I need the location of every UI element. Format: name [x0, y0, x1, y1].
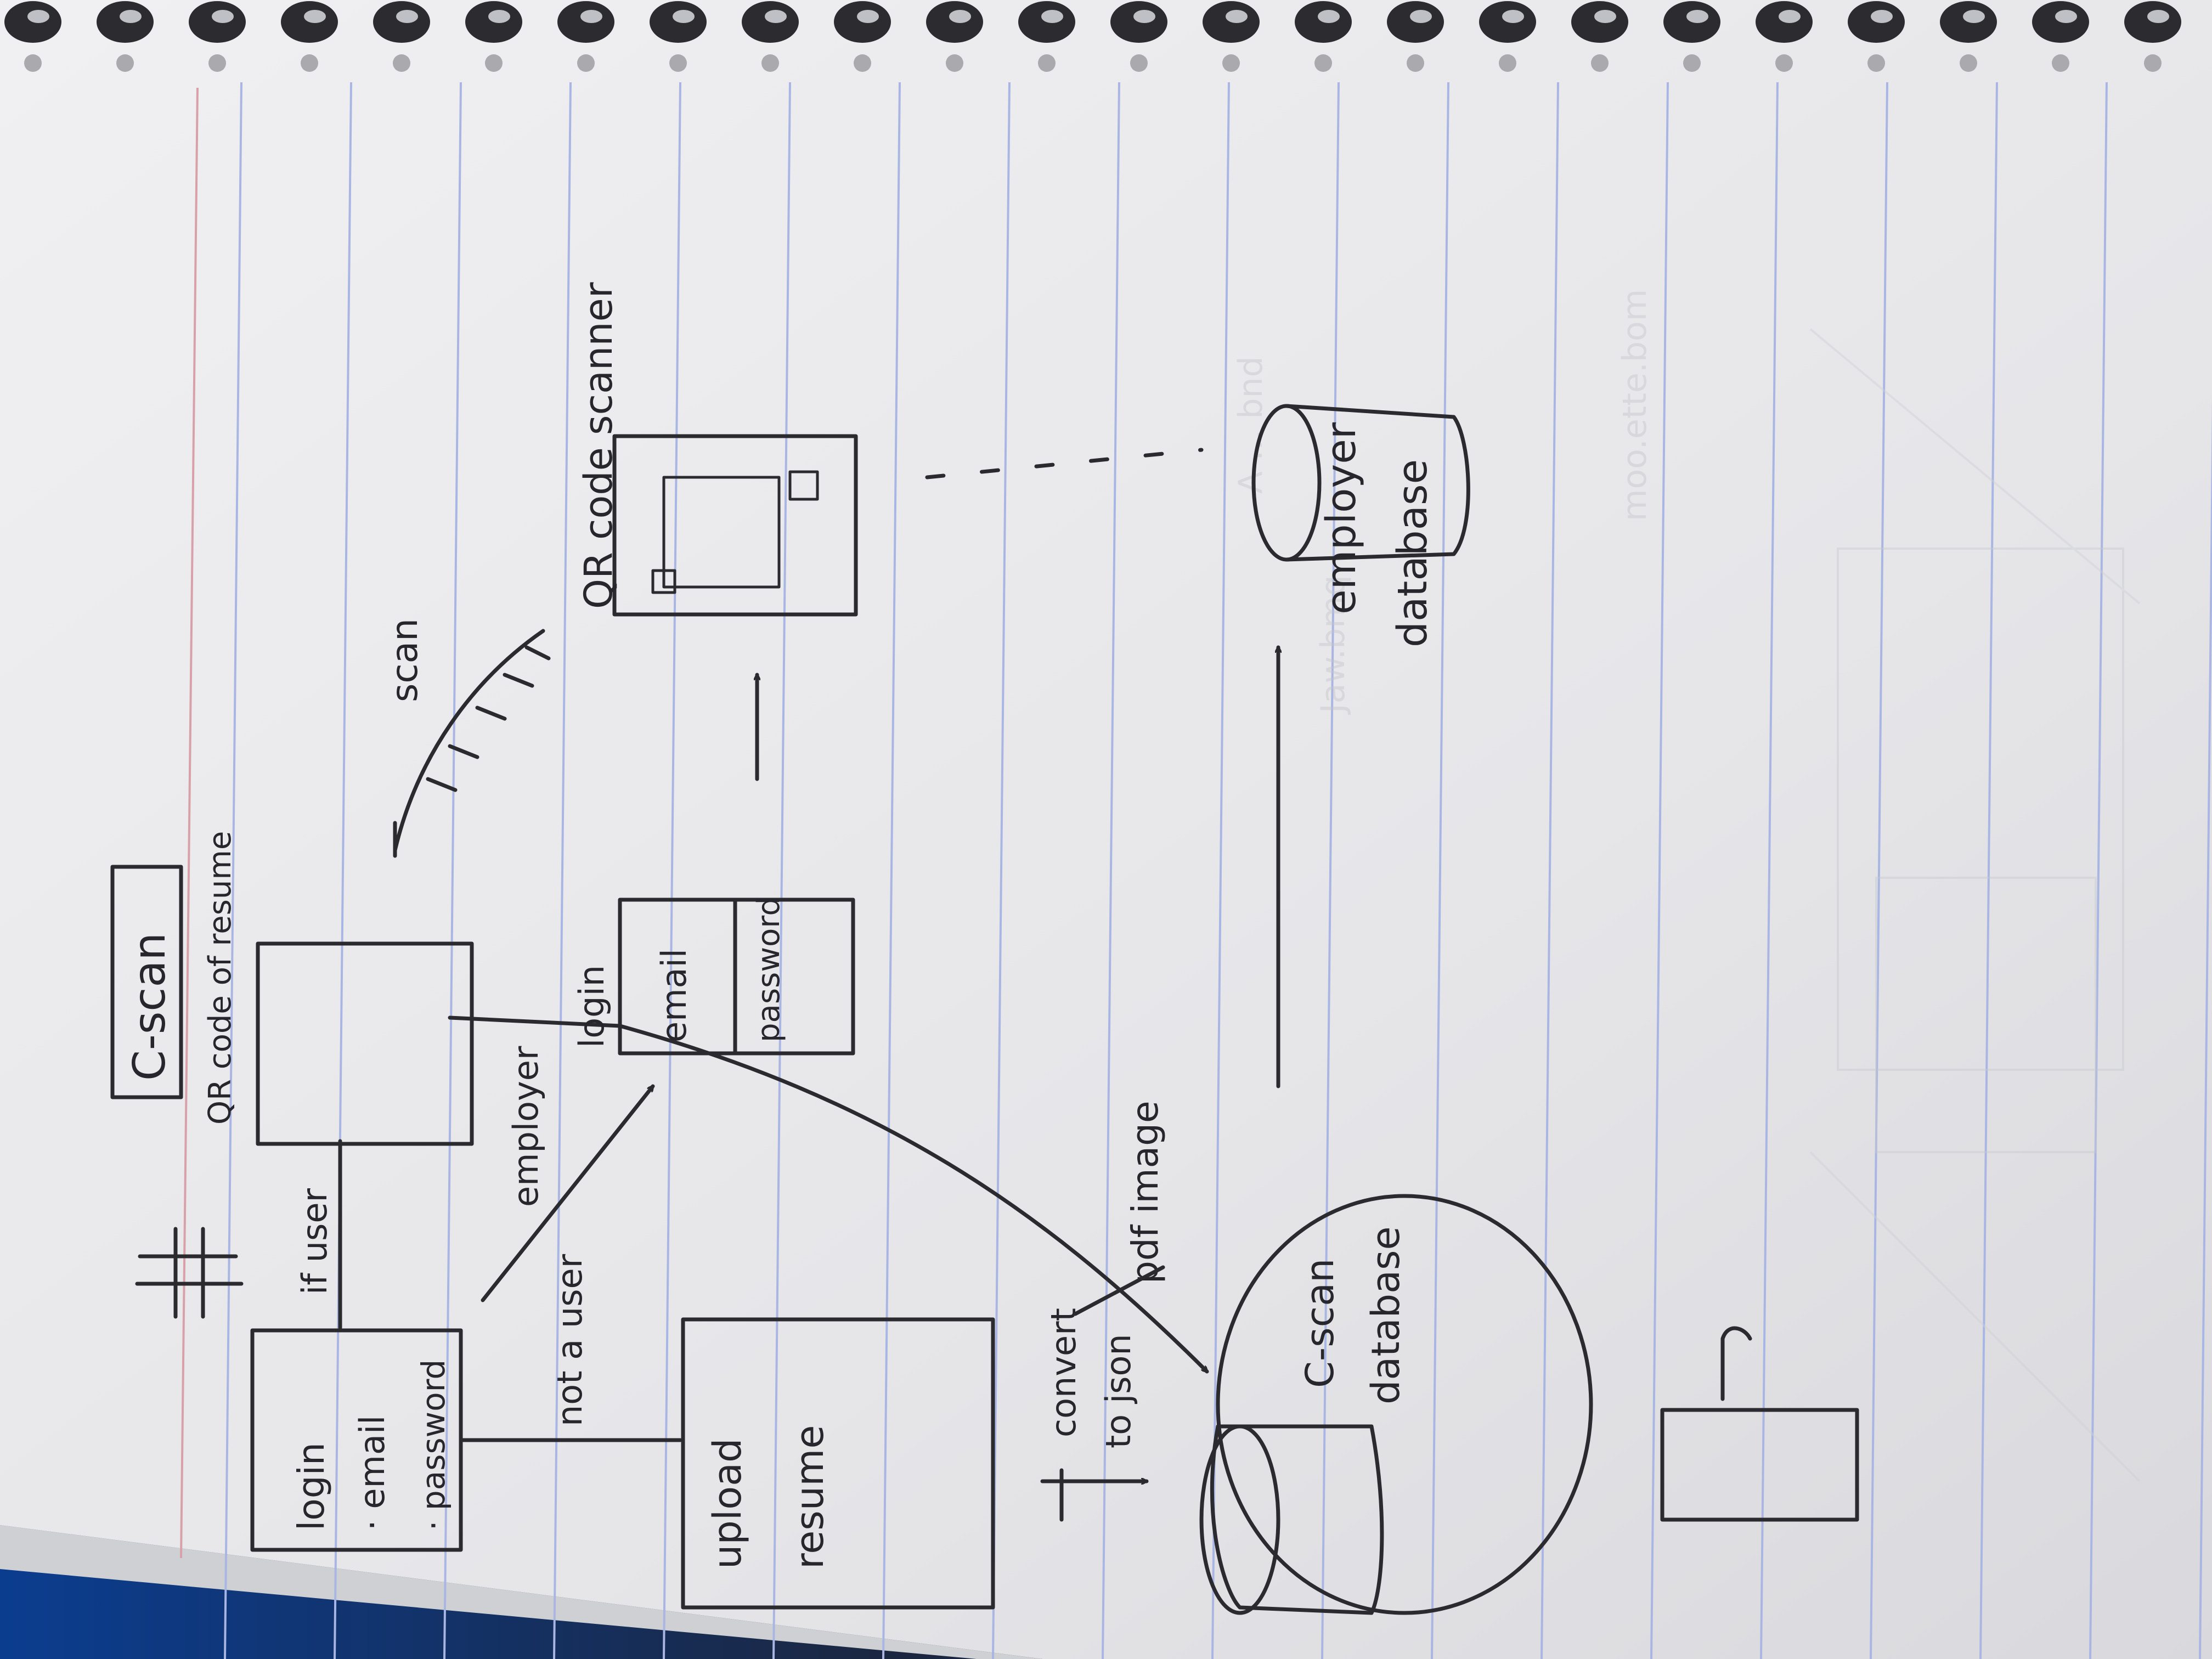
qr-to-login-line	[448, 1015, 622, 1028]
spiral-ring	[1571, 1, 1628, 72]
not-a-user-label: not a user	[550, 1254, 590, 1426]
upload-text: upload	[705, 1438, 750, 1569]
rule-line	[2089, 82, 2108, 1659]
pdf-image-label: pdf image	[1124, 1101, 1166, 1284]
qr-code-box	[256, 941, 474, 1146]
spiral-ring	[742, 1, 799, 72]
rule-line	[443, 82, 462, 1659]
spiral-ring	[1848, 1, 1905, 72]
spiral-ring	[1295, 1, 1352, 72]
convert-label-2: to json	[1098, 1334, 1138, 1448]
resume-text: resume	[787, 1425, 832, 1569]
spiral-ring	[373, 1, 430, 72]
rule-line	[992, 82, 1011, 1659]
spiral-ring	[2032, 1, 2089, 72]
rule-line	[1102, 82, 1120, 1659]
employer-label: employer	[506, 1046, 546, 1207]
rule-line	[334, 82, 352, 1659]
svg-text:Jaw.bmq: Jaw.bmq	[1314, 575, 1352, 715]
small-device-sketch	[1660, 1326, 1859, 1522]
cscan-database: C-scan database	[1199, 1194, 1593, 1615]
spiral-ring	[281, 1, 338, 72]
scan-arc	[393, 629, 551, 858]
spiral-ring	[1756, 1, 1813, 72]
scanner-to-employer-db-dashed	[925, 448, 1204, 479]
rule-line	[2199, 397, 2212, 1659]
rule-line	[1321, 82, 1340, 1659]
rule-line	[1431, 82, 1449, 1659]
spiral-ring	[465, 1, 522, 72]
rule-line	[1541, 82, 1559, 1659]
flow-diagram: C-scan QR code of resume if user login ·…	[110, 282, 1859, 1615]
spiral-ring	[926, 1, 983, 72]
rule-line	[1979, 82, 1998, 1659]
login-to-db-curve	[618, 1024, 1207, 1372]
spiral-ring	[2124, 1, 2181, 72]
user-login-box: login · email · password	[250, 1328, 463, 1552]
qr-caption: QR code of resume	[202, 831, 238, 1125]
rule-line	[553, 82, 572, 1659]
spiral-ring	[650, 1, 707, 72]
spiral-binding	[4, 1, 2181, 72]
spiral-ring	[557, 1, 614, 72]
cscan-db-line1: C-scan	[1297, 1259, 1342, 1388]
employer-login-heading: login	[572, 965, 612, 1048]
spiral-ring	[834, 1, 891, 72]
qr-scanner-box	[612, 434, 858, 617]
spiral-ring	[1203, 1, 1260, 72]
ruled-lines	[224, 82, 2212, 1659]
rule-line	[1760, 82, 1779, 1659]
rule-line	[663, 82, 681, 1659]
employer-db-line1: employer	[1318, 422, 1365, 614]
rule-line	[1211, 82, 1230, 1659]
employer-login-password: password	[751, 896, 787, 1042]
spiral-ring	[1387, 1, 1444, 72]
title-box: C-scan	[110, 865, 183, 1099]
rule-line	[1870, 82, 1888, 1659]
rule-line	[882, 82, 901, 1659]
spiral-ring	[1663, 1, 1720, 72]
rule-line	[1650, 82, 1669, 1659]
employer-login-email: email	[654, 949, 694, 1042]
user-login-email: · email	[352, 1415, 392, 1531]
svg-text:moo.ette.bom: moo.ette.bom	[1616, 289, 1654, 521]
spiral-ring	[1479, 1, 1536, 72]
margin-line	[180, 87, 199, 1559]
employer-db-line2: database	[1389, 459, 1436, 647]
number-mark	[135, 1227, 244, 1319]
rule-line	[224, 82, 242, 1659]
upload-resume-box: upload resume	[681, 1317, 995, 1610]
spiral-ring	[4, 1, 61, 72]
cscan-db-line2: database	[1363, 1226, 1408, 1404]
employer-database: employer database	[1251, 404, 1470, 647]
spiral-ring	[1940, 1, 1997, 72]
if-user-label: if user	[295, 1188, 335, 1295]
spiral-ring	[97, 1, 154, 72]
user-login-password: · password	[415, 1359, 452, 1531]
employer-login-box: login email password	[572, 896, 855, 1056]
employer-arrow	[481, 1086, 655, 1302]
convert-label-1: convert	[1043, 1308, 1084, 1437]
spiral-ring	[189, 1, 246, 72]
spiral-ring	[1018, 1, 1075, 72]
scan-label: scan	[383, 618, 426, 702]
title-text: C-scan	[124, 933, 175, 1081]
spiral-ring	[1110, 1, 1167, 72]
rule-line	[772, 82, 791, 1659]
qr-scanner-label: QR code scanner	[576, 282, 621, 609]
user-login-heading: login	[290, 1442, 332, 1531]
